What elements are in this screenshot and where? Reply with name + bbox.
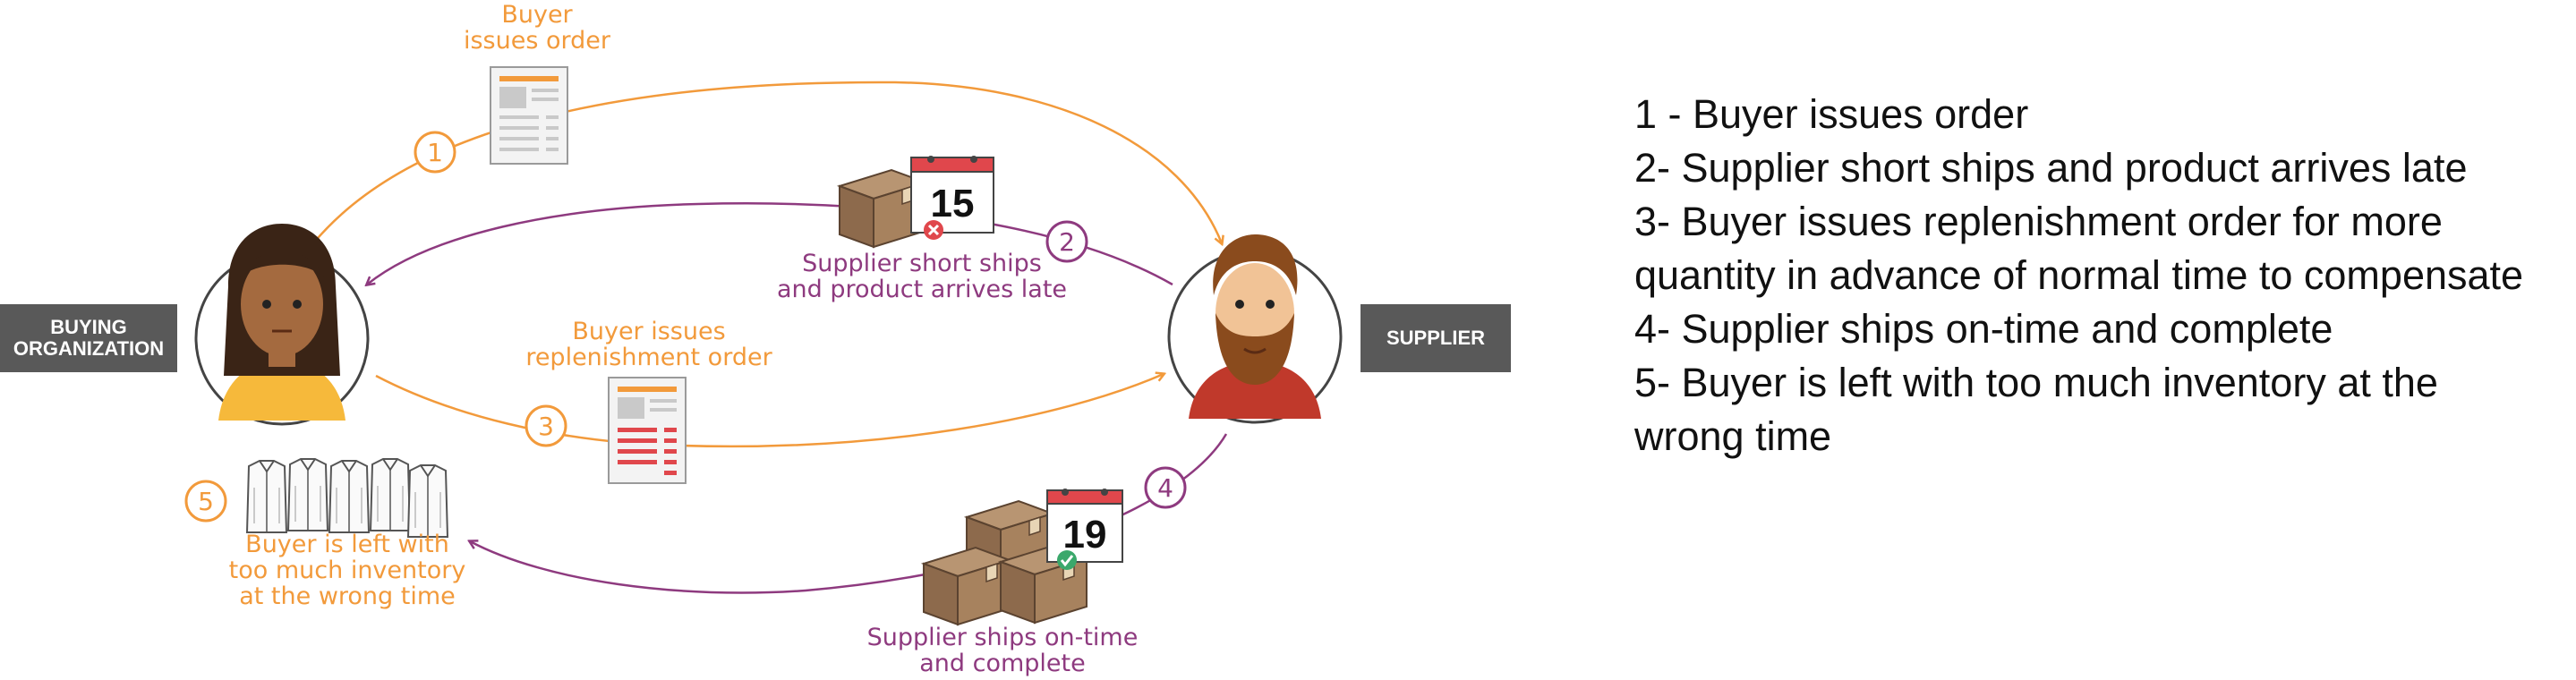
svg-text:5: 5 [198,487,214,516]
shirt-icon [328,460,370,533]
arrow-step-3 [375,374,1164,448]
legend-line-1: 1 - Buyer issues order [1634,91,2029,137]
supplier-box-label: SUPPLIER [1386,327,1486,349]
document-icon [490,66,568,165]
svg-text:15: 15 [931,182,975,225]
step-4-marker: 4 [1144,466,1187,509]
svg-text:1: 1 [427,138,443,167]
box-icon [923,547,1011,625]
svg-text:3: 3 [538,412,554,441]
legend-line-7: wrong time [1634,413,1832,459]
svg-text:2: 2 [1059,227,1075,257]
cycle-diagram: 1 2 3 4 5 [184,66,1343,625]
step-1-marker: 1 [414,131,456,174]
buyer-box-line-2: ORGANIZATION [13,337,165,360]
buying-organization-box: BUYING ORGANIZATION [0,304,177,372]
step-3-label: Buyer issues replenishment order [525,318,772,371]
buyer-box-line-1: BUYING [50,316,127,338]
supplier-box: SUPPLIER [1361,304,1511,372]
svg-text:19: 19 [1063,513,1107,557]
shirt-icon [246,460,287,533]
calendar-icon: 15 [910,156,994,234]
calendar-icon: 19 [1046,489,1123,563]
error-badge-icon [924,220,943,240]
legend-line-3: 3- Buyer issues replenishment order for … [1634,199,2443,244]
step-5-label: Buyer is left with too much inventory at… [228,531,466,610]
buyer-avatar-icon [194,224,370,426]
legend-line-6: 5- Buyer is left with too much inventory… [1634,360,2438,405]
replenishment-document-icon [608,377,687,484]
svg-text:4: 4 [1157,473,1173,503]
shirt-icon [407,464,448,538]
legend: 1 - Buyer issues order 2- Supplier short… [1634,88,2523,463]
shirt-icon [287,458,328,531]
shirt-icon [370,458,411,531]
legend-line-2: 2- Supplier short ships and product arri… [1634,145,2468,191]
step-5-marker: 5 [184,480,227,523]
step-2-label: Supplier short ships and product arrives… [776,250,1068,303]
step-2-marker: 2 [1045,220,1088,263]
step-3-marker: 3 [525,404,567,447]
step-1-label: Buyer issues order [463,1,610,55]
step-4-label: Supplier ships on-time and complete [866,624,1139,677]
legend-line-5: 4- Supplier ships on-time and complete [1634,306,2333,352]
supplier-avatar-icon [1167,234,1343,424]
legend-line-4: quantity in advance of normal time to co… [1634,252,2524,298]
check-badge-icon [1057,550,1077,570]
